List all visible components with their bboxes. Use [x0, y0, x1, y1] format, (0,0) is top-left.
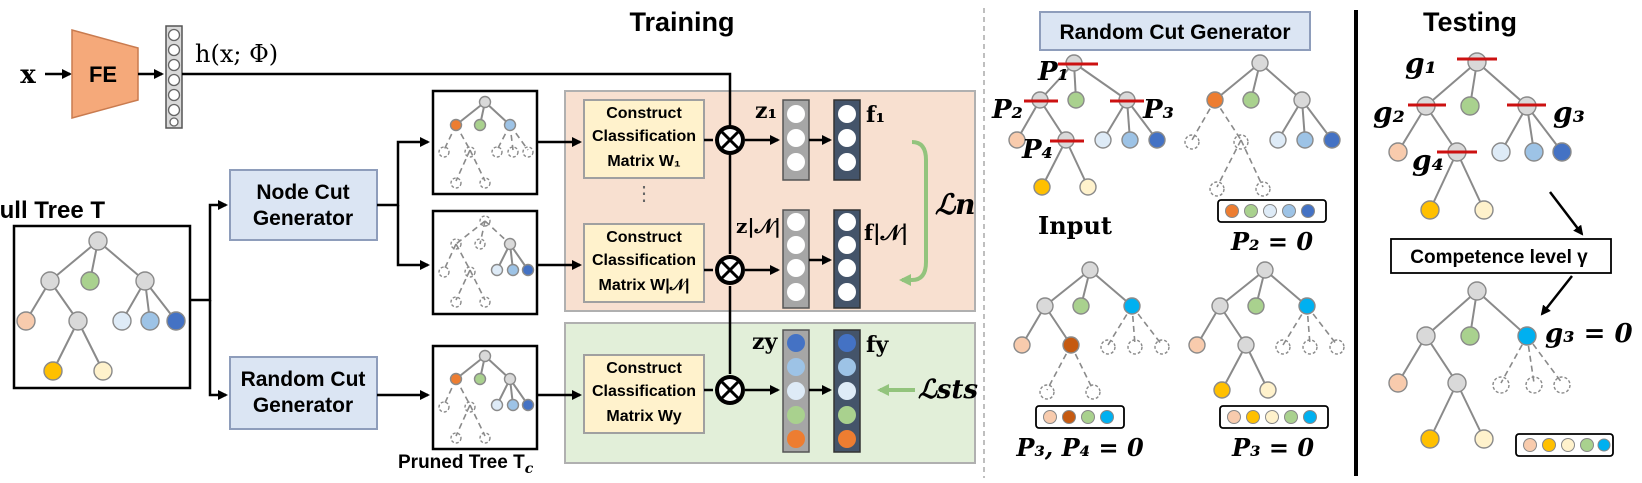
- testing-tree-cut: [1388, 52, 1572, 220]
- rcg-legend-p3: [1219, 405, 1329, 429]
- zy-vector: [782, 329, 810, 453]
- arrow-to-pruned-n: [396, 205, 430, 270]
- rcg-p3-label: P₃: [1142, 95, 1174, 125]
- matrix-n-line2: Classification: [592, 252, 696, 269]
- testing-g2-label: g₂: [1373, 96, 1405, 129]
- testing-title: Testing: [1423, 7, 1517, 37]
- node-cut-generator-line2: Generator: [253, 207, 353, 230]
- matrix-y-line3: Matrix Wy: [606, 408, 681, 425]
- random-cut-generator-line2: Generator: [253, 394, 353, 417]
- fn-vector: [833, 209, 861, 309]
- rcg-legend-p3p4: [1035, 405, 1125, 429]
- loss-sts-label: ℒsts: [918, 375, 978, 405]
- matrix-n-line3: Matrix W|𝒩|: [599, 277, 690, 294]
- full-tree-graph: [16, 231, 186, 381]
- rcg-tree-p3: [1188, 261, 1345, 399]
- rcg-tree-p2: [1184, 54, 1341, 197]
- fn-label: f|𝒩|: [864, 220, 908, 245]
- testing-result-label: g₃ = 0: [1545, 319, 1633, 349]
- rcg-tree-input: [1008, 54, 1166, 196]
- testing-g1-label: g₁: [1405, 47, 1437, 80]
- z1-label: z₁: [755, 98, 777, 124]
- rcg-caption-p2: P₂ = 0: [1230, 227, 1313, 256]
- pruned-tree-label: Pruned Tree Tc: [398, 452, 534, 477]
- feature-extractor-block: [71, 29, 139, 119]
- training-title: Training: [629, 7, 734, 37]
- random-cut-generator: [229, 356, 378, 430]
- input-x-label: x: [20, 60, 36, 90]
- pruned-tree-c: [431, 344, 539, 451]
- competence-label: Competence level γ: [1410, 247, 1588, 268]
- rcg-p2-label: P₂: [991, 95, 1023, 125]
- matrix-y-line2: Classification: [592, 383, 696, 400]
- multiply-node-1: [715, 125, 745, 155]
- pruned-tree-n: [431, 209, 539, 316]
- arrow-to-node-cut: [190, 200, 228, 302]
- f1-vector: [833, 99, 861, 181]
- competence-box: [1390, 238, 1612, 274]
- matrix-1-line3: Matrix W₁: [607, 153, 681, 170]
- testing-g4-label: g₄: [1412, 144, 1444, 177]
- arrow-to-pruned-1: [377, 137, 430, 207]
- pruned-tree-c-graph: [438, 349, 535, 444]
- node-cut-generator-line1: Node Cut: [256, 181, 349, 204]
- loss-n-label: ℒn: [935, 188, 976, 221]
- z1-vector: [782, 99, 810, 181]
- multiply-node-n: [715, 255, 745, 285]
- fy-label: fy: [866, 332, 889, 358]
- full-tree-label: Full Tree T: [0, 197, 105, 224]
- feature-line: [182, 72, 732, 127]
- full-tree-box: [12, 224, 192, 390]
- rcg-caption-p3: P₃ = 0: [1231, 433, 1314, 462]
- rcg-p1-label: P₁: [1037, 57, 1069, 87]
- pruned-tree-n-graph: [438, 215, 535, 308]
- matrix-vdots: ⋮: [634, 181, 654, 205]
- rcg-title: Random Cut Generator: [1059, 21, 1290, 44]
- fy-vector: [833, 329, 861, 453]
- multiply-node-y: [715, 375, 745, 405]
- matrix-box-n: [583, 223, 705, 303]
- matrix-1-line2: Classification: [592, 128, 696, 145]
- rcg-caption-p3p4: P₃, P₄ = 0: [1015, 433, 1144, 462]
- arrow-to-random-cut: [208, 300, 228, 400]
- node-cut-generator: [229, 169, 378, 241]
- testing-legend: [1515, 433, 1614, 457]
- testing-g3-label: g₃: [1553, 96, 1585, 129]
- rcg-p4-label: P₄: [1021, 135, 1053, 165]
- rcg-legend-p2: [1217, 199, 1327, 223]
- feature-vector-cells: [167, 28, 181, 127]
- fe-label: FE: [89, 62, 117, 87]
- zy-label: zy: [752, 329, 778, 355]
- rcg-input-label: Input: [1038, 211, 1112, 240]
- matrix-y-line1: Construct: [606, 360, 682, 377]
- arrow-to-competence: [1549, 191, 1584, 236]
- pruned-tree-1-graph: [438, 95, 534, 189]
- rcg-title-box: [1039, 11, 1311, 51]
- matrix-n-line1: Construct: [606, 229, 682, 246]
- feature-label-h: h(x; Φ): [195, 40, 278, 68]
- loss-n-bracket: [911, 140, 928, 282]
- f1-label: f₁: [866, 102, 885, 128]
- arrow-from-competence: [1540, 275, 1573, 316]
- rcg-tree-p3p4: [1013, 261, 1170, 400]
- random-cut-generator-line1: Random Cut: [241, 368, 366, 391]
- zn-label: z|𝒩|: [736, 214, 781, 238]
- matrix-box-1: [583, 99, 705, 179]
- matrix-1-line1: Construct: [606, 105, 682, 122]
- matrix-box-y: [583, 354, 705, 434]
- testing-tree-result: [1388, 281, 1571, 449]
- zn-vector: [782, 209, 810, 309]
